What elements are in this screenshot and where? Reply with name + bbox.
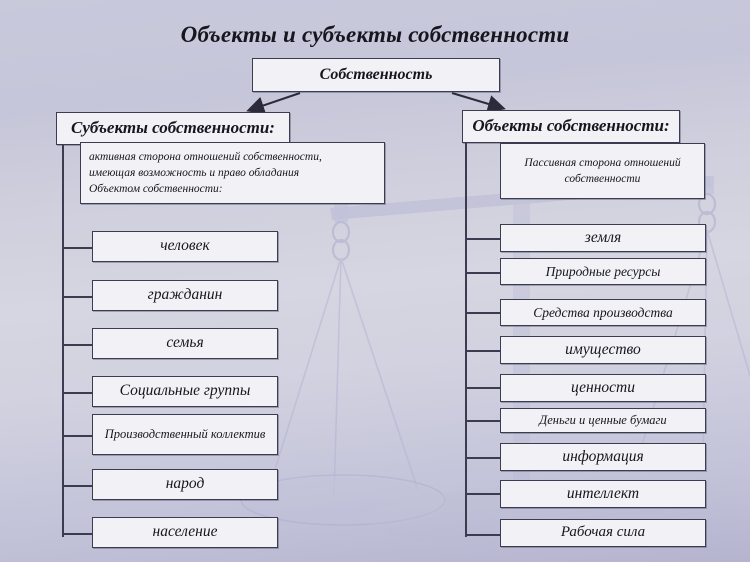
subjects-trunk-line	[62, 145, 64, 537]
list-item[interactable]: Производственный коллектив	[92, 414, 278, 455]
objects-trunk-line	[465, 143, 467, 537]
desc-line: имеющая возможность и право обладания	[89, 166, 300, 179]
desc-line: активная сторона отношений собственности…	[89, 150, 322, 163]
list-item[interactable]: интеллект	[500, 480, 706, 508]
objects-connector	[465, 238, 503, 240]
desc-line: Пассивная сторона отношений	[524, 156, 681, 169]
list-item[interactable]: Природные ресурсы	[500, 258, 706, 285]
objects-connector	[465, 387, 503, 389]
list-item[interactable]: семья	[92, 328, 278, 359]
list-item[interactable]: земля	[500, 224, 706, 252]
subjects-connector	[62, 533, 94, 535]
objects-connector	[465, 493, 503, 495]
column-description-subjects: активная сторона отношений собственности…	[80, 142, 385, 204]
subjects-connector	[62, 247, 94, 249]
list-item[interactable]: гражданин	[92, 280, 278, 311]
column-description-objects: Пассивная сторона отношений собственност…	[500, 143, 705, 199]
objects-connector	[465, 534, 503, 536]
list-item[interactable]: Средства производства	[500, 299, 706, 326]
subjects-connector	[62, 296, 94, 298]
desc-line: Объектом собственности:	[89, 183, 223, 196]
list-item[interactable]: население	[92, 517, 278, 548]
subjects-description-text: активная сторона отношений собственности…	[89, 149, 322, 198]
subjects-connector	[62, 392, 94, 394]
objects-connector	[465, 420, 503, 422]
objects-connector	[465, 272, 503, 274]
list-item[interactable]: информация	[500, 443, 706, 471]
list-item[interactable]: имущество	[500, 336, 706, 364]
objects-connector	[465, 312, 503, 314]
list-item[interactable]: человек	[92, 231, 278, 262]
objects-connector	[465, 350, 503, 352]
list-item[interactable]: Деньги и ценные бумаги	[500, 408, 706, 433]
subjects-connector	[62, 344, 94, 346]
subjects-connector	[62, 435, 94, 437]
subjects-connector	[62, 485, 94, 487]
page-title: Объекты и субъекты собственности	[180, 22, 570, 47]
desc-line: собственности	[564, 173, 641, 185]
list-item[interactable]: народ	[92, 469, 278, 500]
list-item[interactable]: Социальные группы	[92, 376, 278, 407]
objects-connector	[465, 457, 503, 459]
column-header-objects[interactable]: Объекты собственности:	[462, 110, 680, 143]
root-node-box[interactable]: Собственность	[252, 58, 500, 92]
list-item[interactable]: Рабочая сила	[500, 519, 706, 547]
objects-description-text: Пассивная сторона отношений собственност…	[524, 155, 680, 188]
list-item[interactable]: ценности	[500, 374, 706, 402]
column-header-subjects[interactable]: Субъекты собственности:	[56, 112, 290, 145]
